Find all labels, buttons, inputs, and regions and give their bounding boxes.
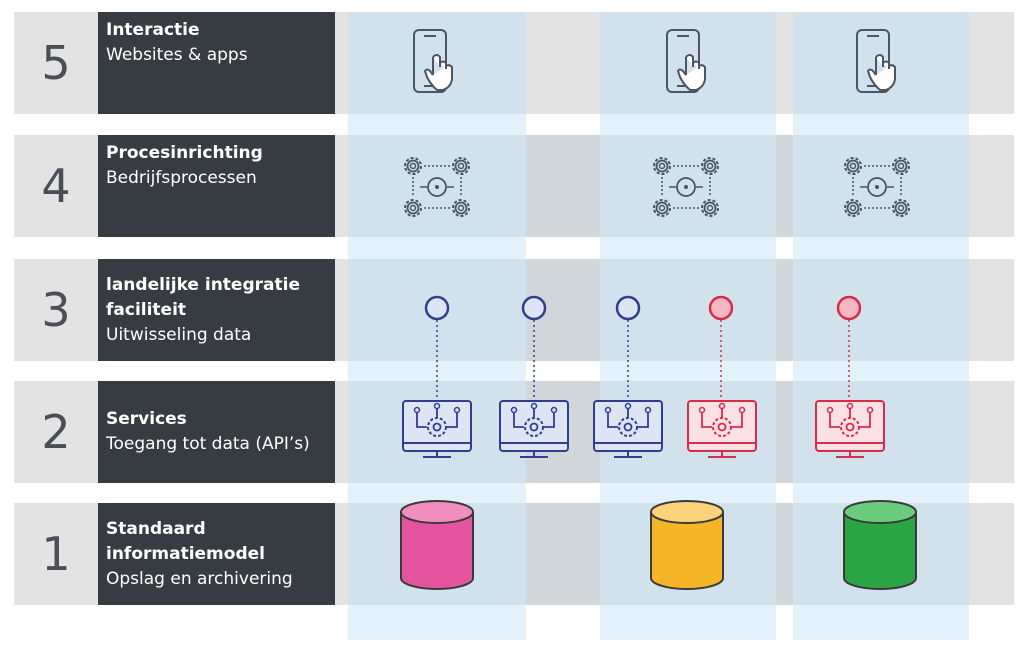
layer-2-label: Services Toegang tot data (API’s) bbox=[98, 381, 335, 483]
layer-3-overlay bbox=[348, 259, 969, 361]
phone-tap-icon bbox=[413, 29, 453, 93]
layer-3-subtitle: Uitwisseling data bbox=[106, 324, 252, 345]
api-monitor-icon bbox=[687, 400, 757, 458]
layer-3-label: landelijke integratie faciliteit Uitwiss… bbox=[98, 259, 335, 361]
api-monitor-icon bbox=[593, 400, 663, 458]
layer-5-label: Interactie Websites & apps bbox=[98, 12, 335, 114]
layer-number: 1 bbox=[14, 503, 98, 605]
layer-4-title: Procesinrichting bbox=[106, 143, 263, 163]
gears-network-icon bbox=[654, 158, 718, 216]
connection-node-icon bbox=[708, 295, 734, 321]
layer-4-label: Procesinrichting Bedrijfsprocessen bbox=[98, 135, 335, 237]
layer-5-title: Interactie bbox=[106, 20, 200, 40]
layer-4-overlay bbox=[348, 135, 969, 237]
gears-network-icon bbox=[405, 158, 469, 216]
gears-network-icon bbox=[845, 158, 909, 216]
layer-1-title: Standaard informatiemodel bbox=[106, 518, 265, 564]
database-cylinder-icon bbox=[400, 500, 474, 590]
connector-lines bbox=[436, 320, 850, 400]
layer-number: 4 bbox=[14, 135, 98, 237]
database-cylinder-icon bbox=[843, 500, 917, 590]
phone-tap-icon bbox=[666, 29, 706, 93]
layer-4-number: 4 bbox=[41, 159, 71, 213]
layer-3-number: 3 bbox=[41, 283, 71, 337]
layer-number: 5 bbox=[14, 12, 98, 114]
connection-node-icon bbox=[615, 295, 641, 321]
layer-4-subtitle: Bedrijfsprocessen bbox=[106, 168, 257, 188]
layer-5-number: 5 bbox=[41, 36, 71, 90]
layer-number: 2 bbox=[14, 381, 98, 483]
connection-node-icon bbox=[836, 295, 862, 321]
api-monitor-icon bbox=[499, 400, 569, 458]
phone-tap-icon bbox=[856, 29, 896, 93]
layer-2-title: Services bbox=[106, 409, 187, 429]
layer-number: 3 bbox=[14, 259, 98, 361]
layer-1-subtitle: Opslag en archivering bbox=[106, 568, 293, 589]
layer-1-label: Standaard informatiemodel Opslag en arch… bbox=[98, 503, 335, 605]
database-cylinder-icon bbox=[650, 500, 724, 590]
layer-5-subtitle: Websites & apps bbox=[106, 45, 248, 65]
connection-node-icon bbox=[521, 295, 547, 321]
layer-2-subtitle: Toegang tot data (API’s) bbox=[106, 434, 310, 454]
layer-1-number: 1 bbox=[41, 527, 71, 581]
layer-3-title: landelijke integratie faciliteit bbox=[106, 274, 300, 320]
layer-2-number: 2 bbox=[41, 405, 71, 459]
api-monitor-icon bbox=[815, 400, 885, 458]
connection-node-icon bbox=[424, 295, 450, 321]
api-monitor-icon bbox=[402, 400, 472, 458]
